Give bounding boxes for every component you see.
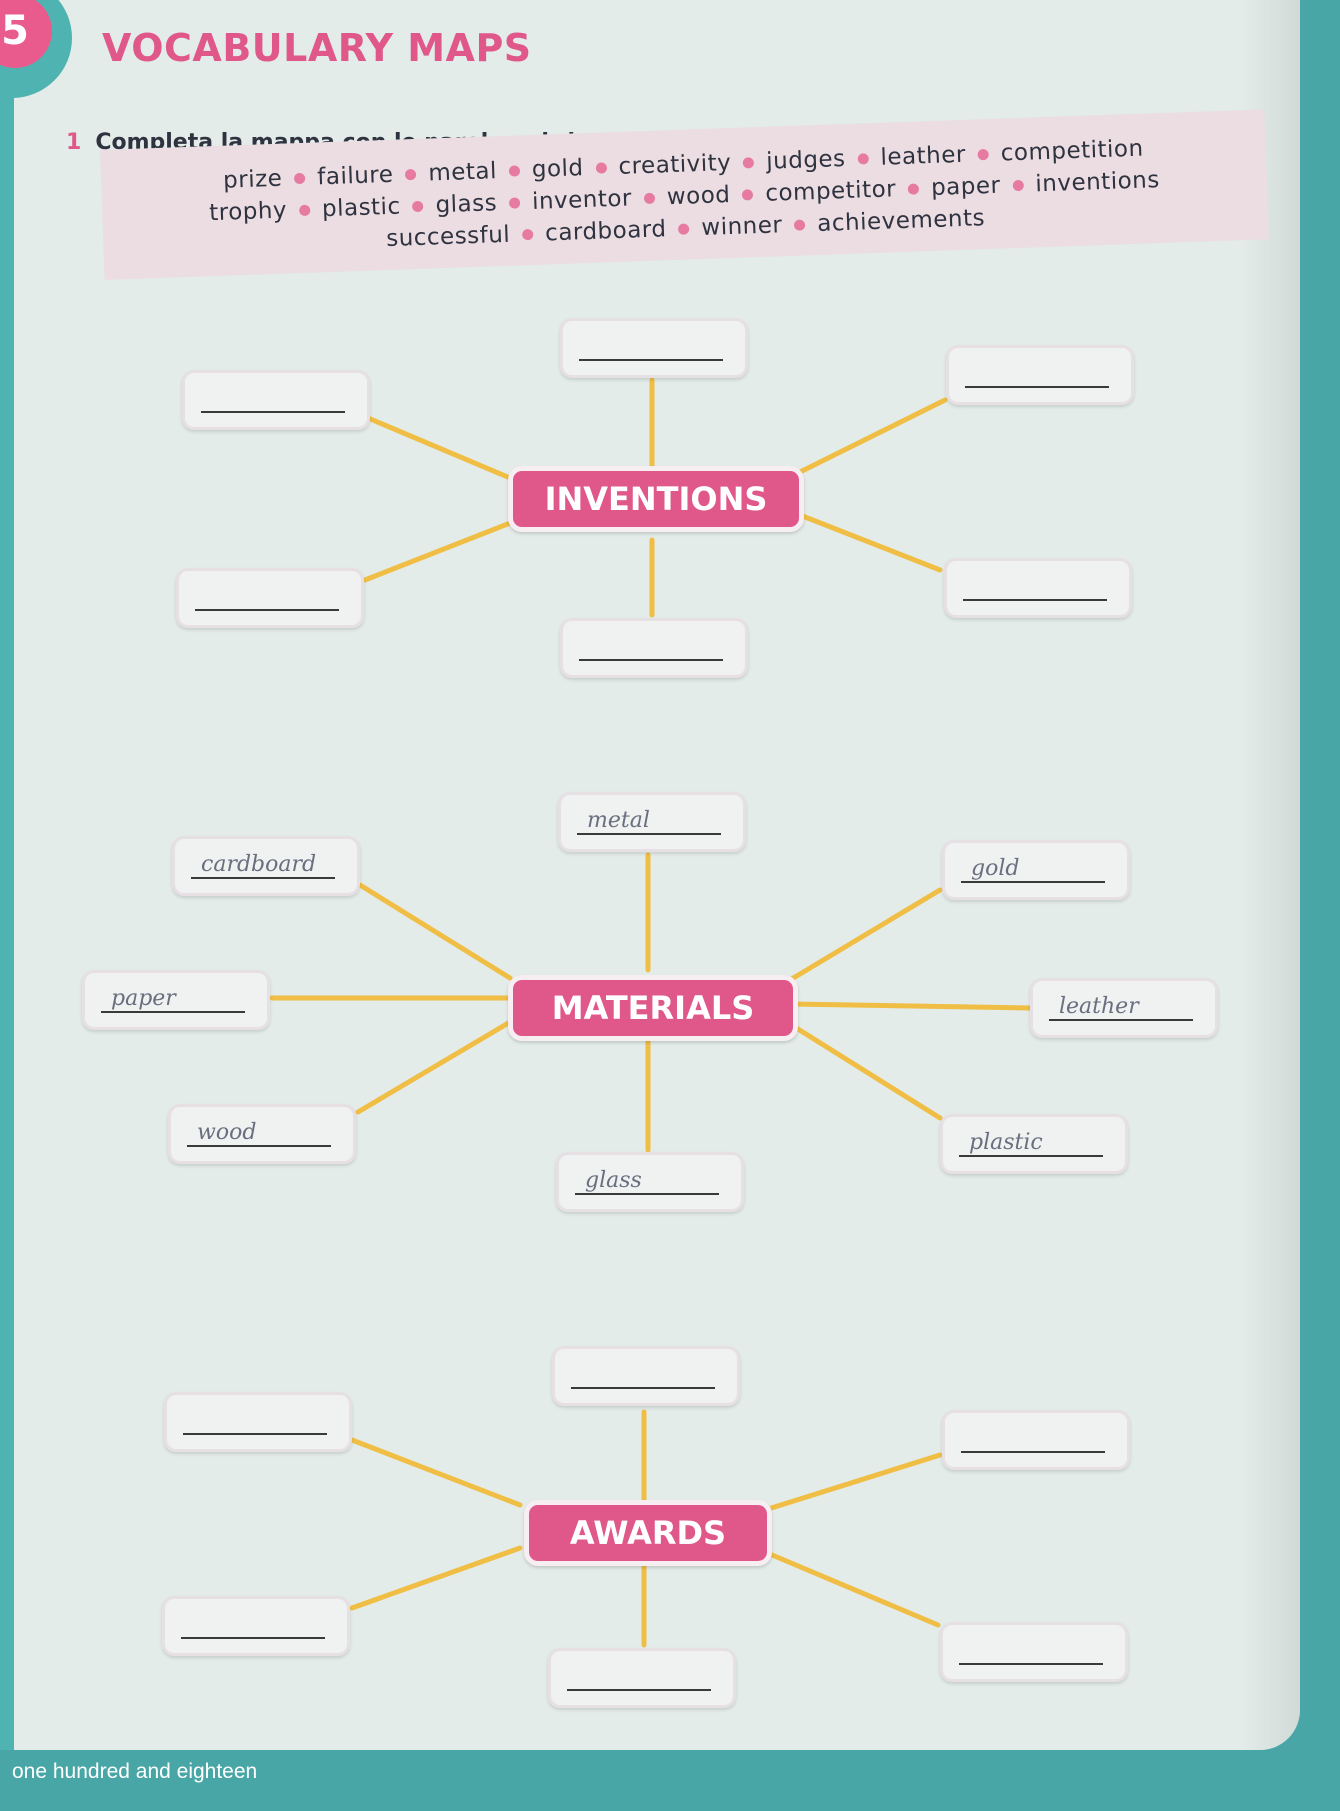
answer-line [567,1689,711,1691]
answer-line [571,1387,715,1389]
answer-line [577,833,721,835]
materials-hub: MATERIALS [508,975,798,1041]
awards-slot-top-right[interactable] [942,1410,1130,1470]
unit-number: 5 [0,0,52,68]
awards-hub: AWARDS [524,1500,772,1566]
awards-slot-bottom-right[interactable] [940,1622,1128,1682]
materials-slot-top-left[interactable]: cardboard [172,836,360,896]
answer-line [187,1145,331,1147]
answer-line [183,1433,327,1435]
awards-slot-bottom-left[interactable] [162,1596,350,1656]
awards-slot-top[interactable] [552,1346,740,1406]
materials-slot-top-right[interactable]: gold [942,840,1130,900]
awards-slot-bottom[interactable] [548,1648,736,1708]
handwritten-answer: cardboard [201,852,317,877]
answer-line [579,359,723,361]
side-tab-strip [0,0,14,1750]
materials-slot-bottom-right[interactable]: plastic [940,1114,1128,1174]
materials-slot-left[interactable]: paper [82,970,270,1030]
handwritten-answer: leather [1059,994,1139,1019]
answer-line [575,1193,719,1195]
inventions-slot-top-right[interactable] [946,345,1134,405]
answer-line [191,877,335,879]
map-connectors [269,377,1033,1648]
inventions-slot-bottom-left[interactable] [176,568,364,628]
answer-line [201,411,345,413]
answer-line [959,1663,1103,1665]
answer-line [959,1155,1103,1157]
page-number-text: one hundred and eighteen [12,1760,258,1783]
exercise-number: 1 [66,130,82,155]
answer-line [1049,1019,1193,1021]
answer-line [579,659,723,661]
answer-line [963,599,1107,601]
handwritten-answer: wood [197,1120,257,1145]
answer-line [181,1637,325,1639]
materials-slot-bottom-left[interactable]: wood [168,1104,356,1164]
inventions-hub: INVENTIONS [508,466,804,532]
answer-line [961,881,1105,883]
answer-line [101,1011,245,1013]
inventions-slot-bottom-right[interactable] [944,558,1132,618]
handwritten-answer: gold [971,856,1020,881]
page-shadow [1240,0,1300,1750]
inventions-slot-top-left[interactable] [182,370,370,430]
materials-slot-top[interactable]: metal [558,792,746,852]
section-title: VOCABULARY MAPS [102,26,532,70]
inventions-slot-top[interactable] [560,318,748,378]
handwritten-answer: plastic [969,1130,1043,1155]
materials-slot-bottom[interactable]: glass [556,1152,744,1212]
answer-line [961,1451,1105,1453]
inventions-slot-bottom[interactable] [560,618,748,678]
handwritten-answer: paper [111,986,176,1011]
answer-line [965,386,1109,388]
awards-slot-top-left[interactable] [164,1392,352,1452]
answer-line [195,609,339,611]
handwritten-answer: metal [587,808,650,833]
handwritten-answer: glass [585,1168,642,1193]
materials-slot-right[interactable]: leather [1030,978,1218,1038]
